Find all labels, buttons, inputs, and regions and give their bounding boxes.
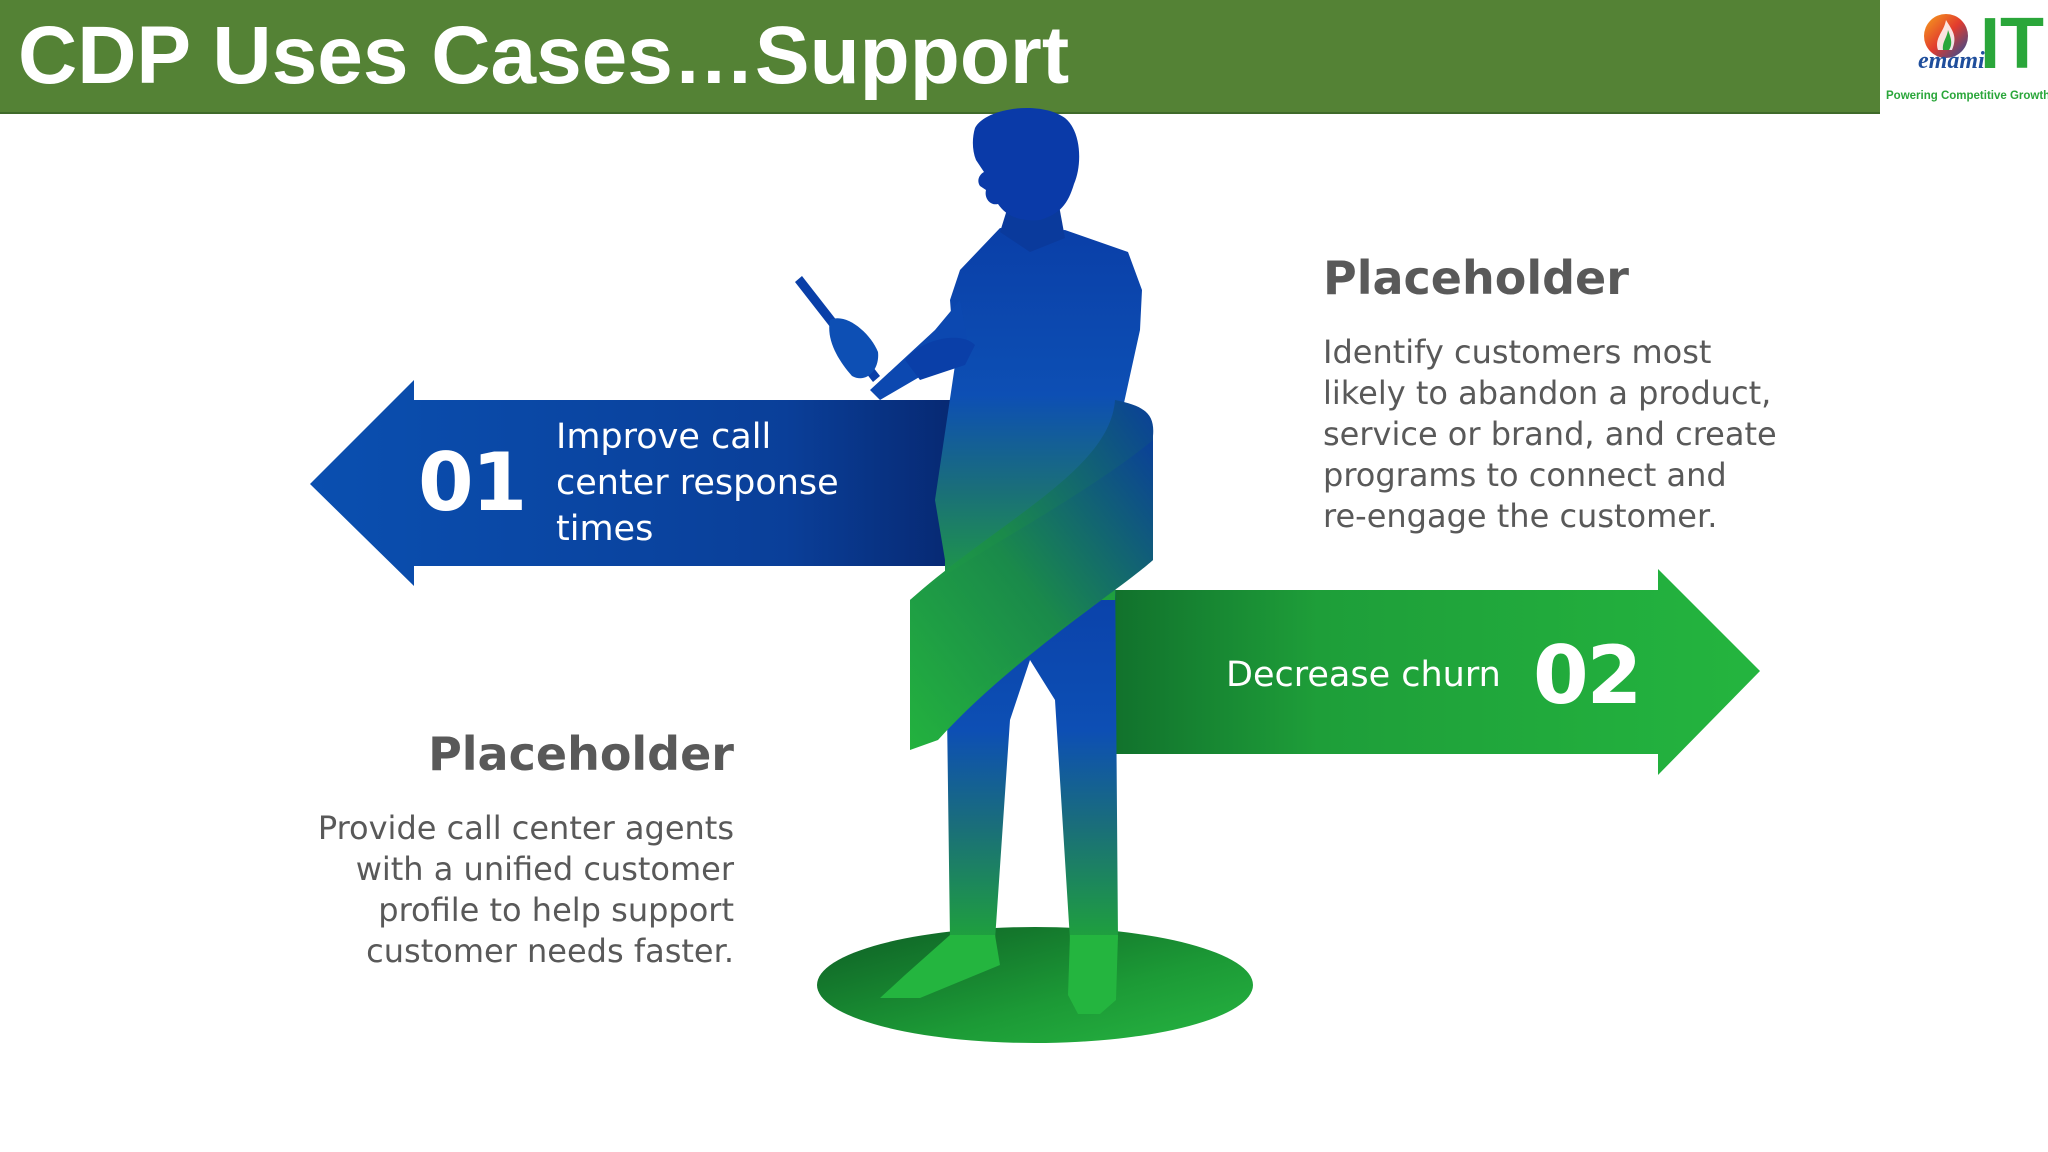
right-block-body-line: likely to abandon a product,	[1323, 374, 1772, 412]
platform-ellipse	[817, 927, 1253, 1043]
arrow-left-label-line: times	[556, 509, 654, 549]
left-block-body: Provide call center agents with a unifie…	[234, 808, 734, 972]
flame-logo-icon	[1924, 14, 1968, 58]
left-block-body-line: customer needs faster.	[366, 932, 734, 970]
left-block-body-line: Provide call center agents	[317, 809, 734, 847]
figure-forearm	[905, 337, 975, 380]
arrow-left-shape	[310, 380, 990, 586]
logo-brand-text: emami	[1918, 48, 1985, 74]
right-block-body-line: Identify customers most	[1323, 333, 1712, 371]
left-block-body-line: profile to help support	[378, 891, 734, 929]
right-block-heading: Placeholder	[1323, 251, 1629, 305]
arrow-right-number: 02	[1533, 629, 1642, 722]
figure-right-shoe	[1068, 935, 1118, 1014]
logo-it-text: IT	[1980, 4, 2044, 84]
arrow-right-label: Decrease churn	[1226, 655, 1501, 695]
arrow-left-number: 01	[418, 436, 527, 529]
figure-head	[972, 107, 1080, 221]
right-block-body: Identify customers most likely to abando…	[1323, 332, 1777, 537]
figure-left-shoe	[880, 935, 1000, 998]
right-block-body-line: programs to connect and	[1323, 456, 1727, 494]
slide-title: CDP Uses Cases…Support	[18, 10, 1070, 101]
arrow-left-label-line: center response	[556, 463, 839, 503]
ribbon-front	[910, 440, 1153, 750]
arrow-left-label: Improve call center response times	[556, 414, 839, 552]
right-block-body-line: re-engage the customer.	[1323, 497, 1718, 535]
title-bar: CDP Uses Cases…Support	[0, 0, 1880, 114]
arrow-left-label-line: Improve call	[556, 417, 772, 457]
hand	[829, 318, 879, 379]
logo-tagline: Powering Competitive Growth	[1886, 90, 2048, 102]
right-block-body-line: service or brand, and create	[1323, 415, 1777, 453]
left-block-heading: Placeholder	[428, 727, 734, 781]
emami-it-logo: emami IT Powering Competitive Growth	[1880, 0, 2048, 112]
left-block-body-line: with a unified customer	[355, 850, 734, 888]
arrow-right-shape	[1080, 569, 1760, 775]
